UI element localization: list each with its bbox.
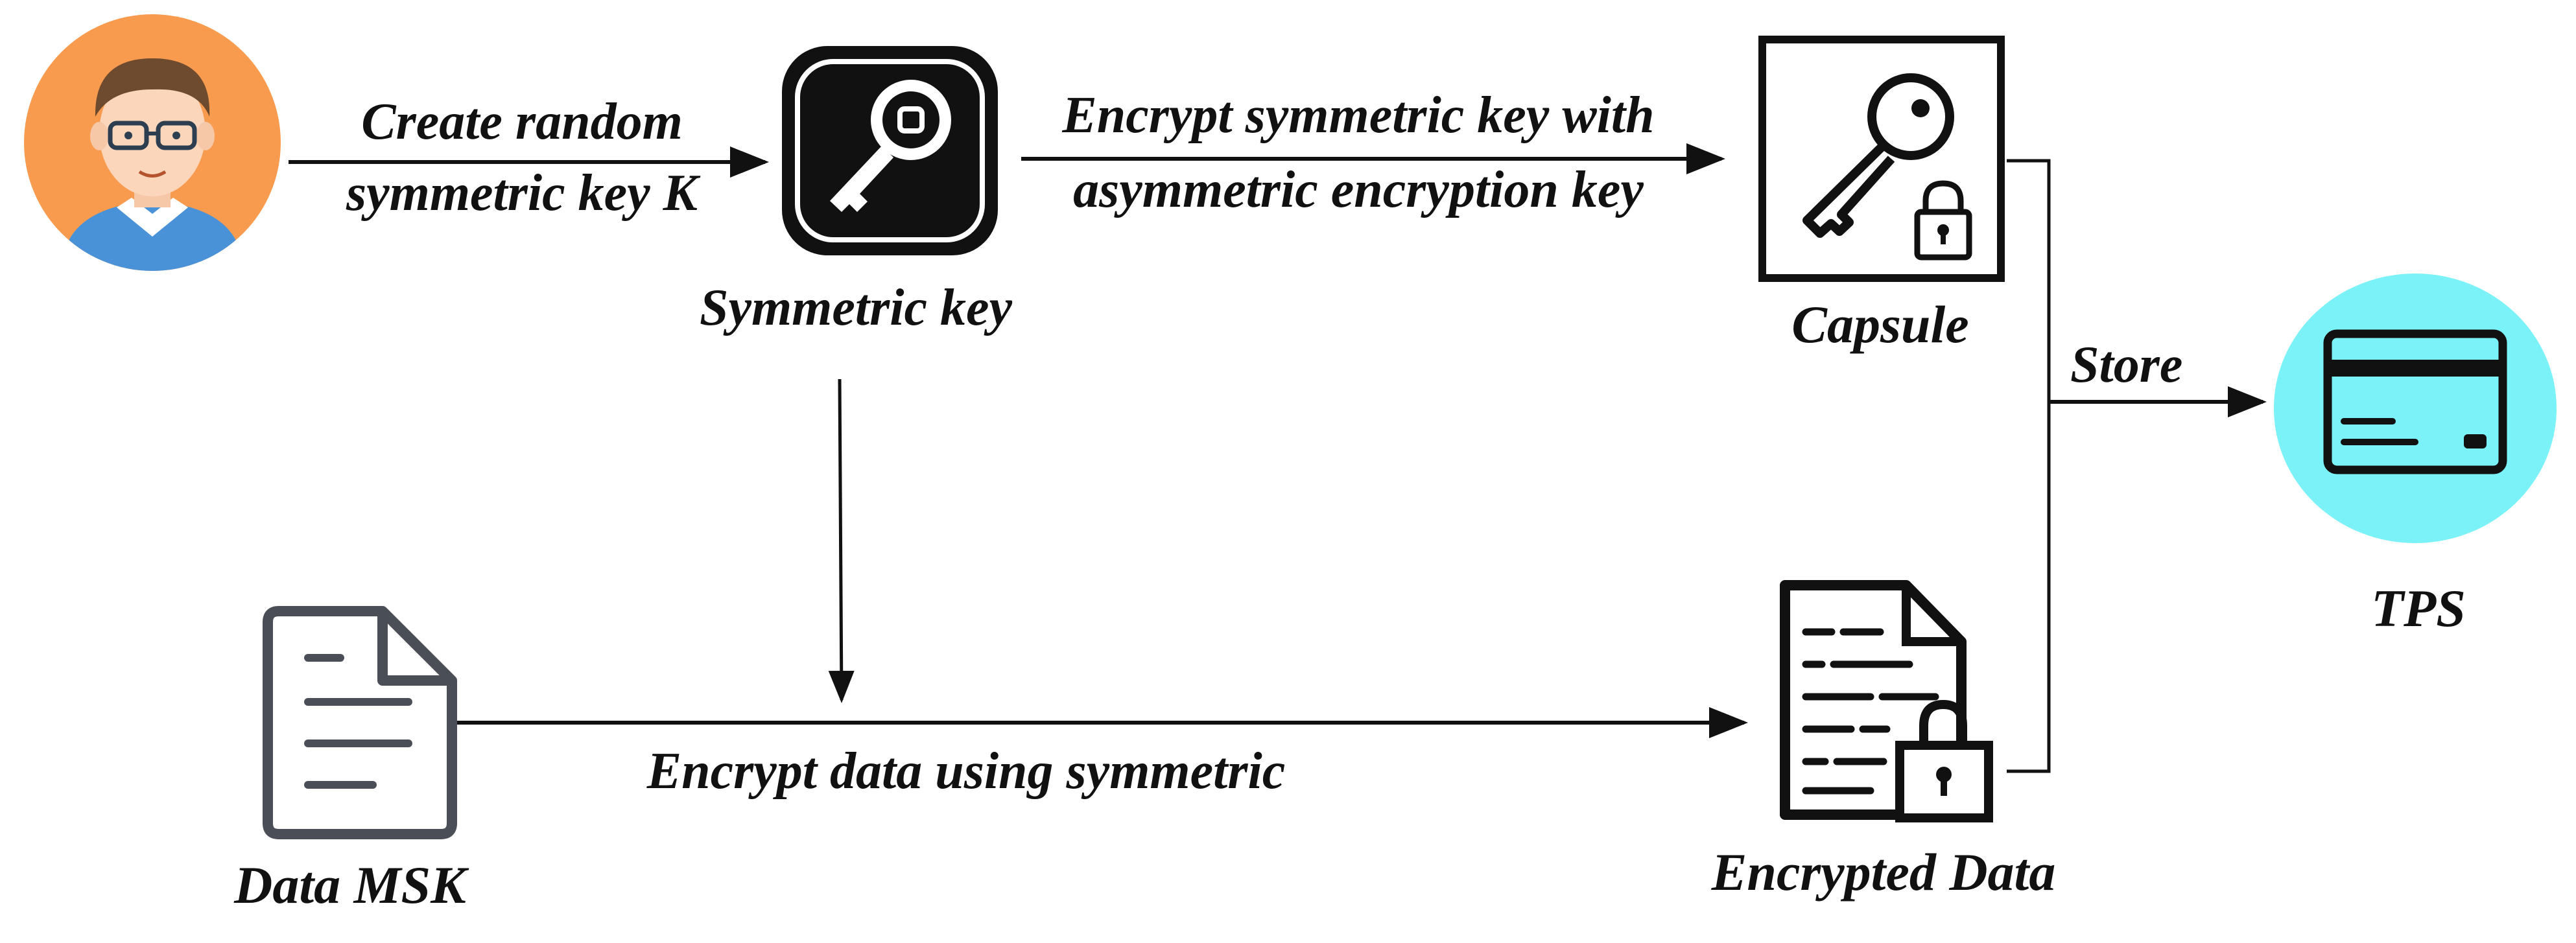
label-encrypt-key-line2: asymmetric encryption key <box>1073 161 1644 218</box>
label-symmetric-key: Symmetric key <box>699 279 1013 336</box>
locked-key-icon <box>1758 36 2005 282</box>
key-icon <box>778 42 1002 259</box>
label-encrypt-data: Encrypt data using symmetric <box>646 743 1286 800</box>
bracket-connector <box>2007 159 2051 773</box>
locked-document-icon <box>1773 580 1994 826</box>
document-icon <box>263 606 457 839</box>
label-encrypt-key-line1: Encrypt symmetric key with <box>1062 87 1655 144</box>
label-data-msk: Data MSK <box>234 856 466 914</box>
label-create-key-line2: symmetric key K <box>346 165 698 222</box>
label-store: Store <box>2070 336 2183 393</box>
label-tps: TPS <box>2371 579 2466 638</box>
label-create-key-line1: Create random <box>361 93 683 150</box>
label-capsule: Capsule <box>1791 295 1969 354</box>
card-icon <box>2273 272 2558 544</box>
user-avatar-icon <box>23 13 282 272</box>
arrow-key-down <box>828 378 855 703</box>
label-encrypted-data: Encrypted Data <box>1711 843 2056 902</box>
